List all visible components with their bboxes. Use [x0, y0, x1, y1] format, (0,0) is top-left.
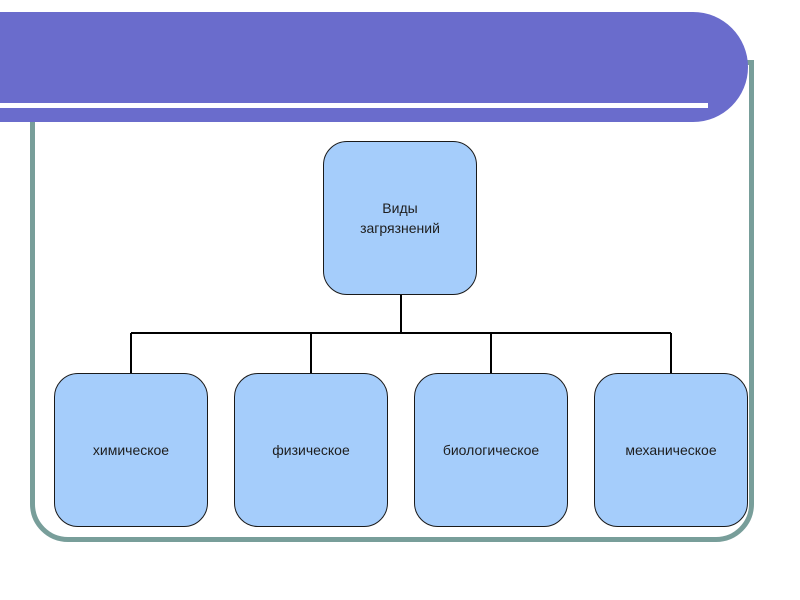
child-node-chemical: химическое: [54, 373, 208, 527]
child-node-label: механическое: [625, 442, 717, 458]
child-node-label: химическое: [92, 442, 170, 458]
root-node-line-1: Виды: [382, 200, 418, 216]
banner-underline: [0, 103, 708, 108]
child-node-physical: физическое: [234, 373, 388, 527]
root-node-pollution-types: Виды загрязнений: [323, 141, 477, 295]
child-node-label: физическое: [272, 442, 350, 458]
child-node-mechanical: механическое: [594, 373, 748, 527]
child-node-label: биологическое: [442, 442, 540, 458]
child-node-biological: биологическое: [414, 373, 568, 527]
root-node-line-2: загрязнений: [360, 220, 440, 236]
root-node-text: Виды загрязнений: [360, 198, 440, 238]
